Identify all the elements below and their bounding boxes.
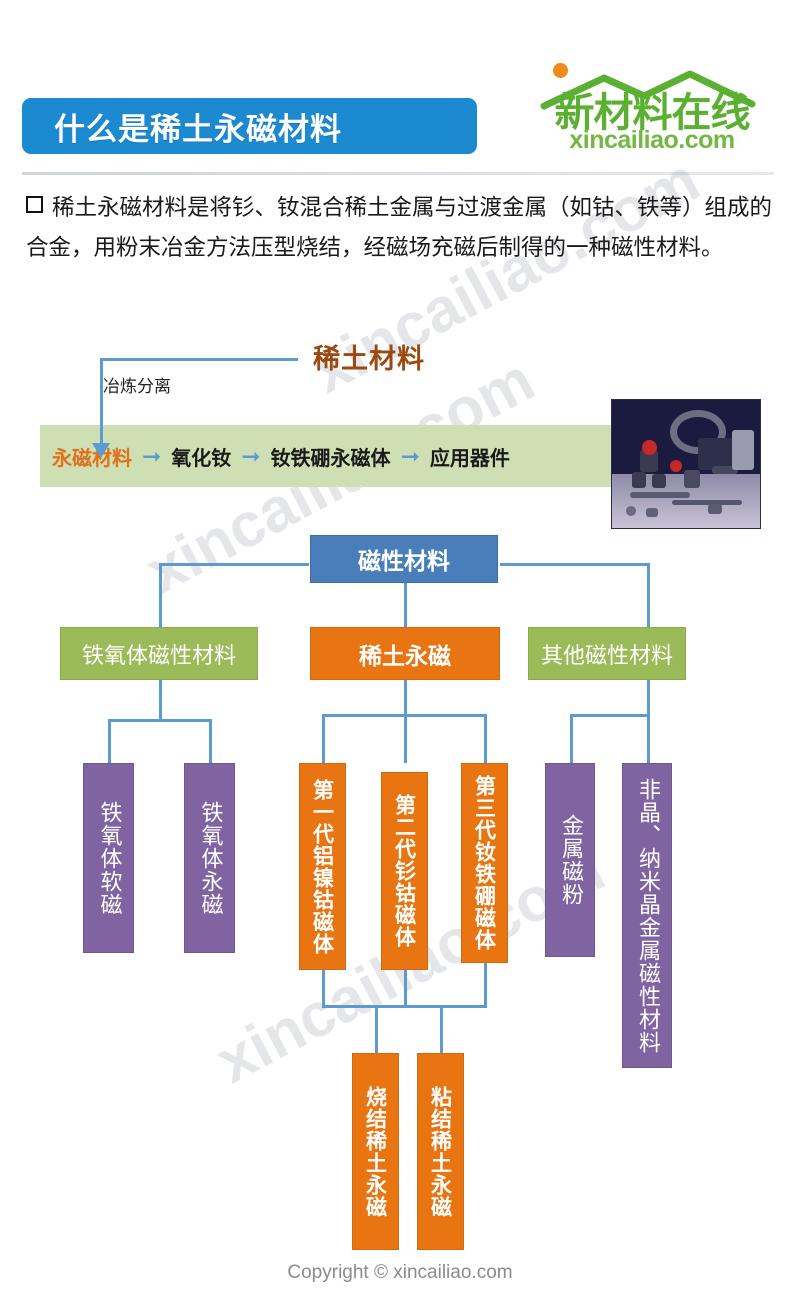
definition-text: 稀土永磁材料是将钐、钕混合稀土金属与过渡金属（如钴、铁等）组成的合金，用粉末冶金… xyxy=(26,195,773,261)
logo-domain: xincailiao.com xyxy=(569,126,735,154)
page-title: 什么是稀土永磁材料 xyxy=(54,111,342,147)
connector-root-down xyxy=(404,583,407,627)
node-rare-earth-permanent-magnet[interactable]: 稀土永磁 xyxy=(310,627,500,680)
photo-block-4 xyxy=(652,474,666,488)
connector-ferrite-bar xyxy=(108,719,212,722)
node-gen2-samarium-cobalt[interactable]: 第二代钐钴磁体 xyxy=(381,772,428,970)
connector-re-child-1 xyxy=(322,714,325,763)
rare-earth-connector-vertical xyxy=(100,358,103,446)
node-label: 铁氧体永磁 xyxy=(197,800,223,916)
connector-re-child-3 xyxy=(484,714,487,763)
node-other-magnetic-materials[interactable]: 其他磁性材料 xyxy=(528,627,686,680)
node-label: 粘结稀土永磁 xyxy=(428,1085,453,1218)
photo-frame xyxy=(612,400,760,528)
node-bonded-rare-earth-magnet[interactable]: 粘结稀土永磁 xyxy=(417,1053,464,1250)
photo-disc-2 xyxy=(646,508,658,517)
brand-logo: 新材料在线 xincailiao.com xyxy=(520,62,772,162)
connector-ferrite-stem xyxy=(159,680,162,719)
flow-step-1: 氧化钕 xyxy=(171,445,232,470)
photo-bar-3 xyxy=(672,500,742,505)
connector-merge-bar xyxy=(322,1005,487,1008)
rare-earth-arrow-head-icon xyxy=(92,443,110,458)
magnet-products-photo xyxy=(611,399,761,529)
connector-sintered-down xyxy=(375,1005,378,1053)
connector-root-left xyxy=(159,563,309,566)
node-metal-magnetic-powder[interactable]: 金属磁粉 xyxy=(545,763,595,957)
flow-arrow-icon-1: ➞ xyxy=(241,442,261,469)
connector-right-branch-down xyxy=(647,563,650,627)
connector-gen3-down xyxy=(484,963,487,1005)
node-ferrite-soft-magnet[interactable]: 铁氧体软磁 xyxy=(83,763,134,953)
connector-ferrite-right xyxy=(209,719,212,763)
node-label: 磁性材料 xyxy=(358,549,450,575)
photo-block-5 xyxy=(684,470,700,488)
photo-red-magnet-1 xyxy=(642,440,657,455)
photo-block-2 xyxy=(640,450,658,472)
connector-gen2-down xyxy=(404,970,407,1005)
connector-other-bar xyxy=(570,714,650,717)
connector-bonded-down xyxy=(440,1005,443,1053)
node-ferrite-magnetic-materials[interactable]: 铁氧体磁性材料 xyxy=(60,627,258,680)
flow-step-3: 应用器件 xyxy=(429,445,510,470)
logo-chinese-name: 新材料在线 xyxy=(554,90,751,136)
node-label: 非晶、纳米晶金属磁性材料 xyxy=(635,777,660,1054)
process-band-background xyxy=(40,425,640,487)
photo-rods xyxy=(732,430,754,470)
photo-disc-3 xyxy=(708,504,722,514)
definition-paragraph: 稀土永磁材料是将钐、钕混合稀土金属与过渡金属（如钴、铁等）组成的合金，用粉末冶金… xyxy=(26,188,774,268)
node-label: 第三代钕铁硼磁体 xyxy=(472,775,497,951)
connector-gen1-down xyxy=(322,970,325,1005)
connector-other-stem xyxy=(647,680,650,714)
node-label: 稀土永磁 xyxy=(359,643,451,670)
rare-earth-heading: 稀土材料 xyxy=(313,344,425,374)
node-label: 铁氧体软磁 xyxy=(96,800,122,916)
node-sintered-rare-earth-magnet[interactable]: 烧结稀土永磁 xyxy=(352,1053,399,1250)
connector-other-right xyxy=(647,714,650,763)
header-divider xyxy=(22,172,774,175)
bullet-square-icon xyxy=(26,196,43,213)
node-label: 其他磁性材料 xyxy=(540,643,673,669)
node-label: 金属磁粉 xyxy=(558,814,583,906)
photo-disc-1 xyxy=(626,506,636,516)
page-title-banner: 什么是稀土永磁材料 xyxy=(22,98,477,154)
node-gen1-alnico[interactable]: 第一代铝镍钴磁体 xyxy=(299,763,346,970)
node-label: 烧结稀土永磁 xyxy=(363,1085,388,1218)
node-amorphous-nanocrystalline[interactable]: 非晶、纳米晶金属磁性材料 xyxy=(622,763,672,1068)
connector-root-right xyxy=(500,563,650,566)
copyright-footer: Copyright © xincailiao.com xyxy=(287,1262,513,1283)
process-flow-row: 永磁材料 ➞ 氧化钕 ➞ 钕铁硼永磁体 ➞ 应用器件 xyxy=(40,425,640,487)
node-gen3-ndfeb[interactable]: 第三代钕铁硼磁体 xyxy=(461,763,508,963)
flow-arrow-icon-2: ➞ xyxy=(400,442,420,469)
connector-re-child-2 xyxy=(404,714,407,763)
photo-red-magnet-2 xyxy=(670,460,682,472)
connector-re-stem xyxy=(404,680,407,714)
connector-other-left xyxy=(570,714,573,763)
node-label: 铁氧体磁性材料 xyxy=(81,643,236,669)
logo-roof-icon xyxy=(540,70,756,110)
photo-block-3 xyxy=(632,472,646,488)
smelting-separation-label: 冶炼分离 xyxy=(103,377,171,397)
flow-step-2: 钕铁硼永磁体 xyxy=(270,445,391,470)
node-ferrite-permanent-magnet[interactable]: 铁氧体永磁 xyxy=(184,763,235,953)
connector-left-branch-down xyxy=(159,563,162,627)
photo-bar-2 xyxy=(630,492,690,498)
photo-bar-1 xyxy=(712,466,738,474)
node-label: 第一代铝镍钴磁体 xyxy=(310,778,335,955)
rare-earth-connector-horizontal xyxy=(100,358,298,361)
flow-arrow-icon-0: ➞ xyxy=(142,442,162,469)
node-label: 第二代钐钴磁体 xyxy=(392,794,417,948)
logo-sun-icon xyxy=(553,63,568,78)
node-root-magnetic-materials[interactable]: 磁性材料 xyxy=(310,535,498,583)
connector-ferrite-left xyxy=(108,719,111,763)
